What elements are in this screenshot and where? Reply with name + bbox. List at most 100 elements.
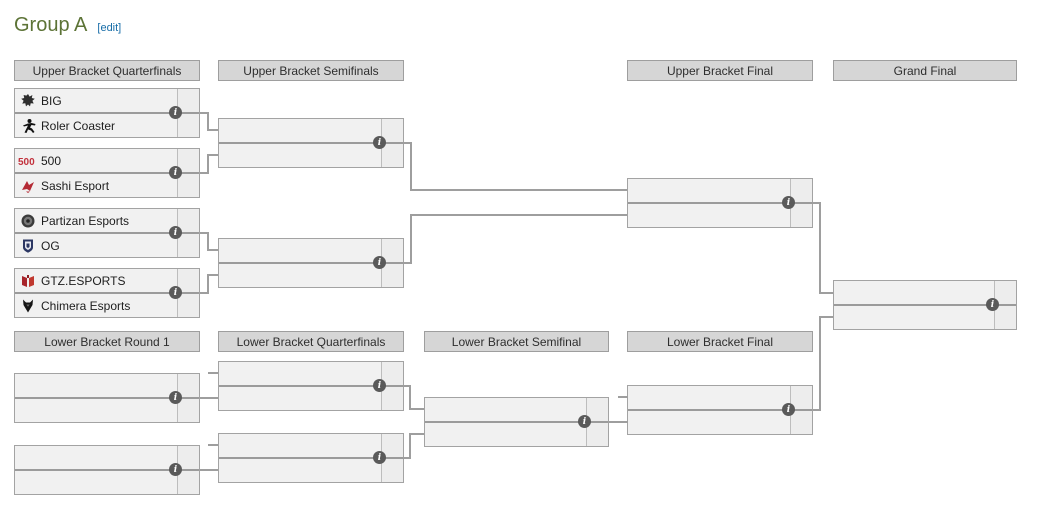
connector-line xyxy=(409,385,411,410)
match-ub-qf2: 500 500 Sashi Esport i xyxy=(14,148,200,198)
team-slot xyxy=(628,386,812,409)
connector-line xyxy=(410,142,412,191)
partizan-logo-icon[interactable] xyxy=(15,213,41,229)
score-cell xyxy=(177,374,199,397)
team-row: Roler Coaster xyxy=(15,112,199,137)
team-slot xyxy=(628,409,812,434)
info-icon[interactable]: i xyxy=(782,196,795,209)
sashi-logo-icon[interactable] xyxy=(15,178,41,194)
score-cell xyxy=(177,294,199,317)
match-ub-sf2: i xyxy=(218,238,404,288)
team-row: Partizan Esports xyxy=(15,209,199,232)
connector-line xyxy=(410,214,412,264)
match-lb-semifinal: i xyxy=(424,397,609,447)
connector-line xyxy=(200,172,209,174)
team-name[interactable]: GTZ.ESPORTS xyxy=(41,273,126,288)
team-row: Chimera Esports xyxy=(15,292,199,317)
match-grand-final: i xyxy=(833,280,1017,330)
score-cell xyxy=(177,114,199,137)
score-cell xyxy=(586,423,608,446)
team-slot xyxy=(425,398,608,421)
team-name[interactable]: Chimera Esports xyxy=(41,298,131,313)
score-cell xyxy=(381,264,403,287)
score-cell xyxy=(381,387,403,410)
edit-link[interactable]: [edit] xyxy=(97,22,122,34)
500-logo-icon[interactable]: 500 xyxy=(15,153,41,169)
page-title: Group A xyxy=(14,14,88,36)
team-row: BIG xyxy=(15,89,199,112)
connector-line xyxy=(207,232,209,251)
score-cell xyxy=(177,209,199,232)
team-name[interactable]: Roler Coaster xyxy=(41,118,116,133)
connector-line xyxy=(409,434,411,459)
info-icon[interactable]: i xyxy=(373,451,386,464)
chimera-logo-icon[interactable] xyxy=(15,298,41,314)
team-slot xyxy=(219,457,403,482)
score-cell xyxy=(790,204,812,227)
big-logo-icon[interactable] xyxy=(15,93,41,109)
team-name[interactable]: BIG xyxy=(41,93,62,108)
connector-line xyxy=(819,202,821,294)
team-slot xyxy=(219,142,403,167)
match-lb-r1-m1: i xyxy=(14,373,200,423)
connector-line xyxy=(207,112,209,131)
team-row: OG xyxy=(15,232,199,257)
header-lower-bracket-quarterfinals: Lower Bracket Quarterfinals xyxy=(218,331,404,352)
connector-stub xyxy=(208,444,218,446)
match-ub-qf3: Partizan Esports OG i xyxy=(14,208,200,258)
info-icon[interactable]: i xyxy=(169,286,182,299)
header-upper-bracket-quarterfinals: Upper Bracket Quarterfinals xyxy=(14,60,200,81)
gtz-logo-icon[interactable] xyxy=(15,273,41,289)
connector-line xyxy=(609,421,628,423)
connector-line xyxy=(819,316,821,411)
og-logo-icon[interactable] xyxy=(15,238,41,254)
connector-line xyxy=(819,292,833,294)
info-icon[interactable]: i xyxy=(578,415,591,428)
team-slot xyxy=(834,281,1016,304)
info-icon[interactable]: i xyxy=(782,403,795,416)
match-ub-qf1: BIG Roler Coaster i xyxy=(14,88,200,138)
score-cell xyxy=(790,411,812,434)
team-name[interactable]: Sashi Esport xyxy=(41,178,110,193)
match-ub-sf1: i xyxy=(218,118,404,168)
score-cell xyxy=(381,459,403,482)
team-slot xyxy=(219,262,403,287)
info-icon[interactable]: i xyxy=(169,166,182,179)
score-cell xyxy=(381,239,403,262)
team-slot xyxy=(425,421,608,446)
score-cell xyxy=(177,269,199,292)
roler-coaster-logo-icon[interactable] xyxy=(15,118,41,134)
connector-line xyxy=(403,142,412,144)
match-ub-qf4: GTZ.ESPORTS Chimera Esports i xyxy=(14,268,200,318)
connector-line xyxy=(207,154,209,174)
header-lower-bracket-round-1: Lower Bracket Round 1 xyxy=(14,331,200,352)
connector-line xyxy=(207,129,218,131)
info-icon[interactable]: i xyxy=(169,463,182,476)
info-icon[interactable]: i xyxy=(169,391,182,404)
team-name[interactable]: 500 xyxy=(41,153,62,168)
team-slot xyxy=(219,119,403,142)
score-cell xyxy=(994,281,1016,304)
header-lower-bracket-final: Lower Bracket Final xyxy=(627,331,813,352)
info-icon[interactable]: i xyxy=(986,298,999,311)
info-icon[interactable]: i xyxy=(169,106,182,119)
connector-line xyxy=(410,214,627,216)
info-icon[interactable]: i xyxy=(373,379,386,392)
connector-line xyxy=(200,469,218,471)
score-cell xyxy=(177,234,199,257)
team-slot xyxy=(219,239,403,262)
team-row: 500 500 xyxy=(15,149,199,172)
score-cell xyxy=(994,306,1016,329)
info-icon[interactable]: i xyxy=(373,136,386,149)
team-slot xyxy=(628,179,812,202)
match-lb-qf2: i xyxy=(218,433,404,483)
connector-line xyxy=(207,249,218,251)
info-icon[interactable]: i xyxy=(169,226,182,239)
info-icon[interactable]: i xyxy=(373,256,386,269)
connector-line xyxy=(200,397,218,399)
team-name[interactable]: OG xyxy=(41,238,60,253)
connector-line xyxy=(812,202,821,204)
svg-text:500: 500 xyxy=(18,157,35,168)
team-name[interactable]: Partizan Esports xyxy=(41,213,130,228)
